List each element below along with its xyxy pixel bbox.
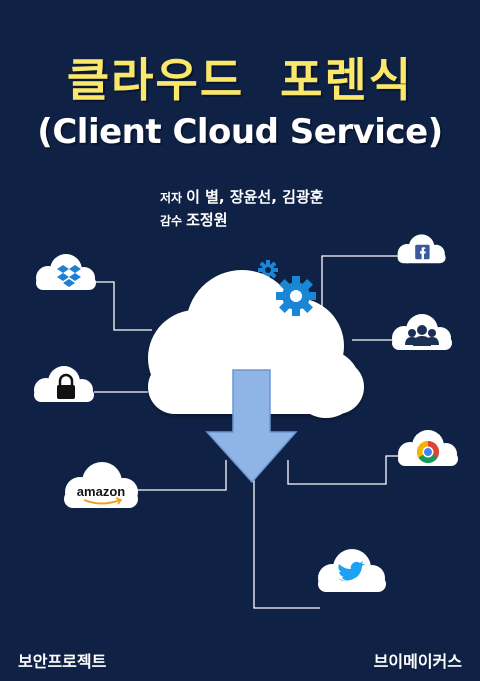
download-arrow bbox=[205, 369, 298, 484]
connector-lines bbox=[94, 255, 402, 609]
facebook-cloud bbox=[397, 234, 446, 264]
people-cloud bbox=[392, 314, 452, 350]
amazon-logo: amazon bbox=[77, 484, 125, 499]
facebook-icon bbox=[415, 244, 430, 260]
dropbox-icon bbox=[57, 265, 81, 287]
authors-label: 저자 bbox=[160, 191, 183, 205]
publisher-right: 브이메이커스 bbox=[373, 652, 462, 671]
gear-icon bbox=[258, 260, 278, 280]
publisher-left: 보안프로젝트 bbox=[18, 652, 107, 671]
title-korean: 클라우드 포렌식 bbox=[66, 53, 414, 107]
amazon-cloud: amazon bbox=[64, 462, 138, 508]
title-english: (Client Cloud Service) bbox=[37, 112, 443, 152]
supervisor-name: 조정원 bbox=[186, 211, 228, 229]
chrome-icon bbox=[417, 441, 439, 463]
authors-names: 이 별, 장윤선, 김광훈 bbox=[186, 188, 324, 206]
lock-cloud bbox=[34, 366, 94, 402]
main-cloud bbox=[148, 270, 364, 418]
gear-icon bbox=[276, 276, 316, 316]
lock-icon bbox=[57, 373, 75, 399]
twitter-icon bbox=[338, 561, 365, 581]
supervisor-label: 감수 bbox=[160, 214, 183, 228]
dropbox-cloud bbox=[36, 254, 96, 290]
people-icon bbox=[405, 325, 439, 346]
chrome-cloud bbox=[398, 430, 458, 466]
twitter-cloud bbox=[318, 549, 386, 592]
